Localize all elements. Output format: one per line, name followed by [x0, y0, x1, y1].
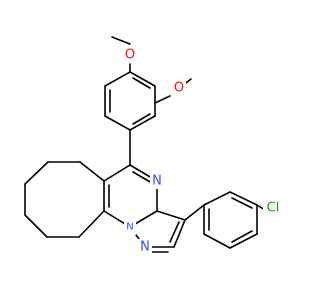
bond-pz-aryl — [184, 204, 205, 221]
bond-clar-2 — [229, 191, 258, 206]
atom-o-right-bg — [172, 80, 186, 96]
bond-pz-inner-1 — [169, 221, 180, 243]
atom-n-ring-upper-label: N — [152, 174, 162, 189]
atom-o-top-label: O — [125, 48, 135, 63]
atom-o-top-bg — [123, 47, 137, 63]
bond-aryl-6 — [104, 71, 131, 87]
atom-cl-label: Cl — [267, 201, 280, 216]
atom-n-bridge-label: N — [126, 222, 133, 233]
atom-n-pyrazole: N — [138, 239, 152, 255]
bond-clar-1 — [203, 191, 231, 206]
bond-methyl-o-top — [111, 36, 131, 45]
atom-cl: Cl — [263, 200, 283, 216]
atom-o-right-label: O — [174, 81, 184, 96]
atom-n-ring-upper-bg — [150, 173, 164, 189]
bond-oct-5 — [24, 214, 48, 238]
atom-n-ring-upper: N — [150, 173, 164, 189]
bond-clar-inner-2 — [231, 230, 253, 243]
bond-o-right-ring — [154, 95, 171, 104]
atom-o-top: O — [123, 47, 137, 63]
bond-clar-4 — [229, 233, 258, 249]
bond-aryl-inner-1 — [132, 77, 151, 89]
bond-pyr-6 — [103, 164, 131, 182]
bond-oct-3 — [24, 161, 49, 185]
bond-pyr-inner-1 — [132, 171, 153, 184]
bond-pz-1 — [156, 210, 186, 221]
bond-oct-1 — [79, 161, 105, 182]
atom-cl-bg — [263, 200, 283, 216]
atom-n-bridge-bg — [124, 220, 136, 235]
bond-pz-2 — [173, 219, 186, 248]
bond-aryl-1 — [129, 71, 156, 87]
atom-n-pyrazole-label: N — [140, 240, 150, 255]
bond-clar-inner-1 — [231, 197, 253, 209]
bond-layer — [24, 36, 266, 253]
bond-aryl-inner-2 — [132, 113, 151, 125]
bond-aryl-4 — [104, 115, 131, 131]
atom-n-pyrazole-bg — [138, 239, 152, 255]
bond-aryl-3 — [129, 115, 156, 131]
atom-label-layer: O O N N N Cl — [123, 47, 283, 255]
bond-oct-7 — [78, 210, 105, 238]
atom-o-right: O — [172, 80, 186, 96]
chemical-structure-diagram: O O N N N Cl — [24, 36, 283, 255]
atom-n-bridge: N — [124, 220, 136, 235]
bond-clar-5 — [203, 233, 231, 249]
